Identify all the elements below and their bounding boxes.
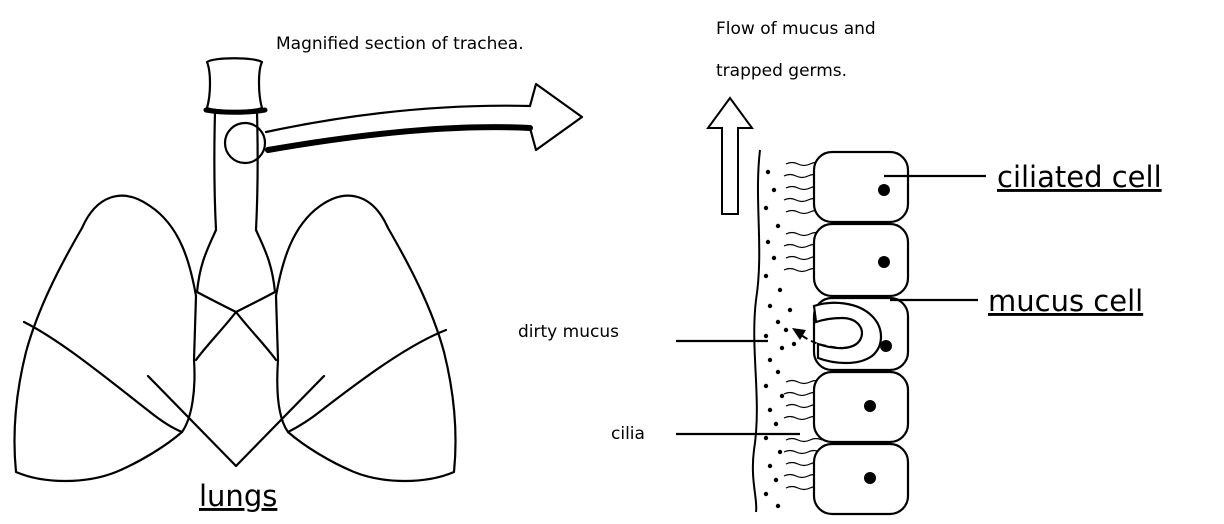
trachea-left-wall [197, 112, 216, 292]
flow-label-line1: Flow of mucus and [716, 19, 876, 39]
mucus-dots [764, 170, 796, 508]
label-mucus-cell: mucus cell [988, 284, 1143, 318]
larynx [207, 58, 262, 111]
trachea-magnified-circle [225, 123, 265, 163]
right-lung-fissure [288, 330, 446, 432]
flow-label-line2: trapped germs. [716, 61, 847, 81]
flow-up-arrow [708, 98, 752, 214]
left-lung-fissure [24, 322, 182, 432]
label-ciliated-cell: ciliated cell [997, 160, 1162, 194]
ciliated-cell-1 [814, 152, 908, 222]
magnification-arrow [266, 84, 582, 150]
label-dirty-mucus: dirty mucus [518, 322, 619, 342]
caption-text: Magnified section of trachea. [276, 34, 524, 54]
bronchi-outline [197, 292, 275, 312]
mucus-layer-edge [753, 150, 760, 512]
lungs-pointer-right [236, 376, 324, 466]
epithelial-cells [814, 152, 908, 514]
ciliated-cell-3 [814, 372, 908, 442]
lungs-trachea-figure [14, 58, 455, 481]
bronchi-right [236, 312, 276, 360]
ciliated-cell-2 [814, 224, 908, 296]
label-cilia: cilia [611, 424, 645, 444]
bronchi-left [196, 312, 236, 360]
left-lung [14, 196, 196, 481]
label-lungs: lungs [199, 479, 277, 513]
ciliated-cell-4 [814, 444, 908, 514]
